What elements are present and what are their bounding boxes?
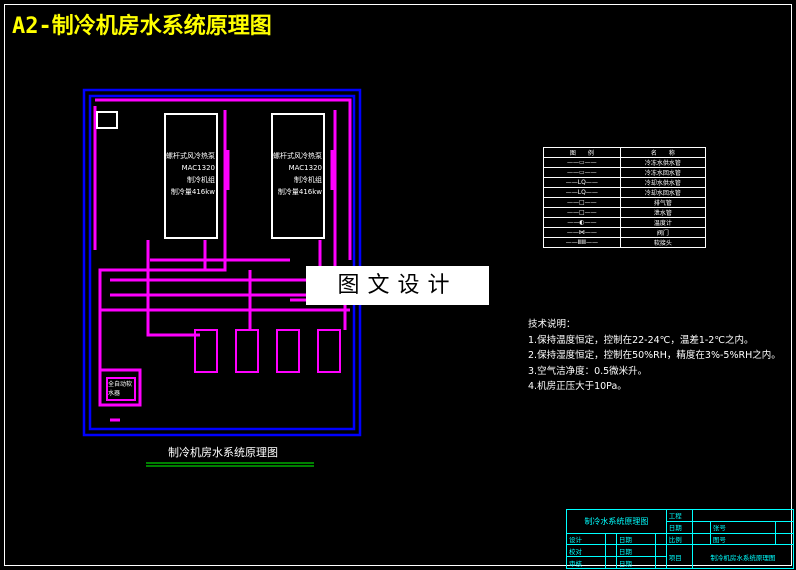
title-block: 制冷水系统原理图工程 日期张号 设计日期比例图号 校对日期项目制冷机房水系统原理…: [565, 509, 795, 569]
pipes: [93, 98, 352, 422]
caption-underline: [146, 462, 314, 467]
diagram-caption: 制冷机房水系统原理图: [168, 446, 278, 459]
watermark: 图文设计: [306, 266, 489, 305]
room-walls: [82, 88, 362, 437]
legend-table: 图 例名 称 ——▭——冷冻水供水管 ——▭——冷冻水回水管 ——LQ——冷却水…: [543, 147, 707, 248]
softener-label: 全自动软水器: [108, 381, 133, 397]
technical-notes: 技术说明： 1.保持温度恒定，控制在22-24℃，温差1-2℃之内。 2.保持湿…: [528, 319, 781, 392]
pumps: [106, 329, 341, 401]
equipment: [96, 111, 325, 239]
drawing-frame: [4, 4, 792, 566]
chiller-2: [271, 113, 325, 239]
drawing-title: A2-制冷机房水系统原理图: [12, 14, 272, 39]
chiller-1: [164, 113, 218, 239]
